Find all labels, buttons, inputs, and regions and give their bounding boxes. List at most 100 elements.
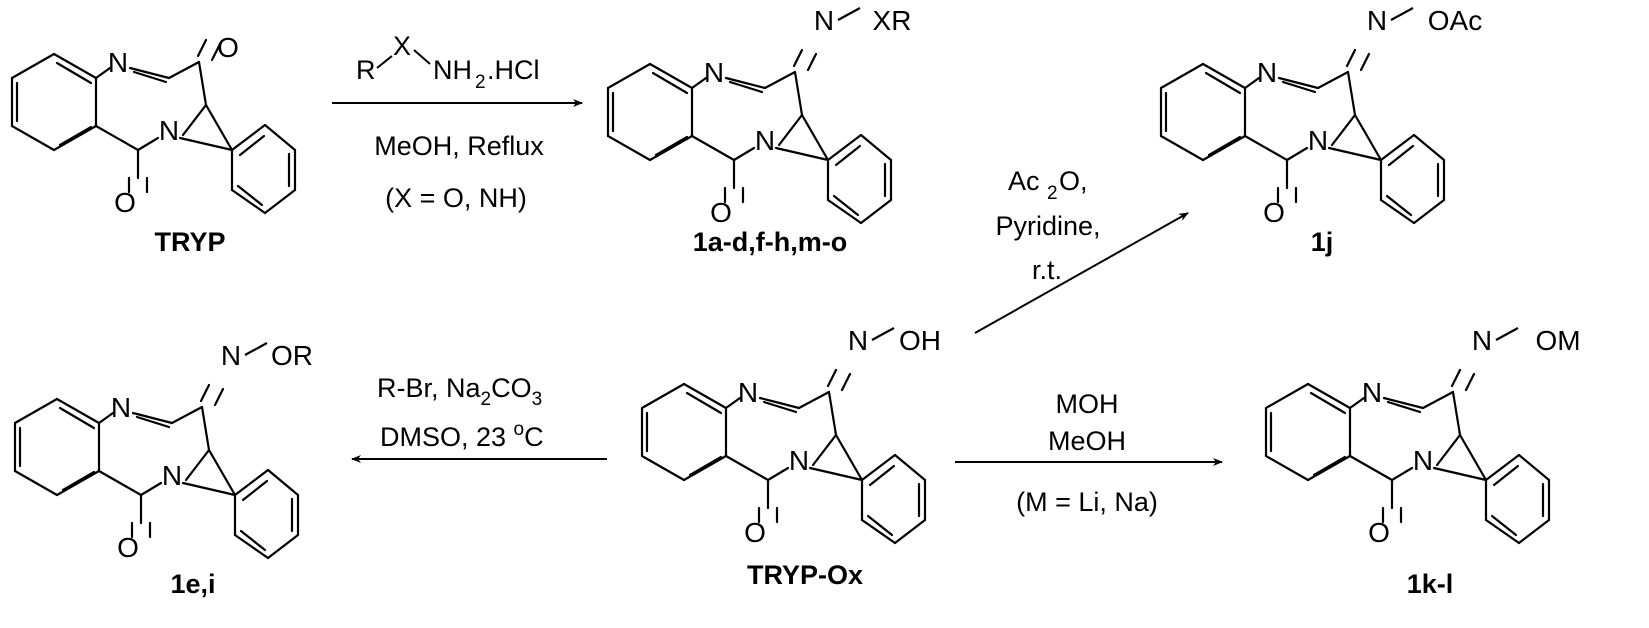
bond-single bbox=[1285, 146, 1309, 162]
bond-single bbox=[682, 382, 728, 410]
bond-single bbox=[774, 146, 830, 162]
bond-single bbox=[170, 405, 204, 425]
bond-single bbox=[1243, 134, 1289, 162]
bond-single bbox=[724, 454, 770, 482]
bond-double-inner bbox=[241, 479, 269, 502]
atom-n-bridge: N bbox=[162, 460, 182, 491]
bond-single bbox=[606, 134, 652, 162]
bond-single bbox=[13, 397, 59, 425]
conditions-r1-line3: (X = O, NH) bbox=[385, 183, 527, 213]
bond-single bbox=[207, 448, 237, 497]
bond-double-inner bbox=[1359, 52, 1371, 72]
bond-double-inner bbox=[239, 529, 267, 552]
n-x-bond bbox=[837, 7, 861, 21]
conditions-r4-line1: MOH bbox=[1056, 389, 1119, 419]
bond-single bbox=[1517, 518, 1551, 545]
arrow-r2 bbox=[974, 212, 1189, 334]
bond-single bbox=[55, 469, 101, 497]
atom-o-carbonyl: O bbox=[710, 197, 732, 228]
conditions-r3: R-Br, Na2CO3 DMSO, 23 oC bbox=[377, 373, 544, 452]
bond-single bbox=[1327, 146, 1383, 162]
bond-single bbox=[1159, 62, 1205, 90]
bond-double-inner bbox=[1309, 391, 1347, 415]
conditions-r4-line2: MeOH bbox=[1048, 426, 1126, 456]
atom-n-bridge: N bbox=[1308, 125, 1328, 156]
reagent-ac: Ac bbox=[1008, 166, 1040, 196]
bond-single bbox=[777, 113, 804, 147]
bond-single bbox=[648, 134, 694, 162]
1e-skeleton bbox=[13, 383, 300, 560]
bond-double-inner bbox=[1207, 135, 1242, 157]
compound-1j: N N O N OAc 1j bbox=[1159, 5, 1482, 257]
bond-single bbox=[732, 146, 756, 162]
bond-double-inner bbox=[1385, 194, 1413, 217]
bond-double-inner bbox=[840, 372, 852, 392]
bond-single bbox=[690, 134, 736, 162]
bond-double-inner bbox=[688, 455, 723, 477]
reagent-hcl: .HCl bbox=[487, 55, 540, 85]
atom-n-ring: N bbox=[738, 377, 758, 408]
bond-single bbox=[266, 533, 300, 560]
bond-single bbox=[233, 533, 270, 560]
bond-single bbox=[1306, 382, 1352, 410]
bond-single bbox=[859, 198, 893, 225]
bond-double-inner bbox=[806, 52, 818, 72]
n-o-bond bbox=[1390, 7, 1414, 21]
substituent-oh: OH bbox=[899, 325, 941, 356]
n-o-bond bbox=[1495, 327, 1519, 341]
bond-double-inner bbox=[1490, 514, 1518, 537]
bond-double-inner bbox=[826, 368, 838, 388]
tryp-skeleton bbox=[10, 38, 297, 215]
bond-single bbox=[204, 103, 234, 152]
atom-o-carbonyl: O bbox=[114, 187, 136, 218]
bond-single bbox=[640, 454, 686, 482]
bond-single bbox=[230, 123, 267, 152]
bond-single bbox=[860, 518, 897, 545]
bond-single bbox=[13, 469, 59, 497]
conditions-r2-line2: Pyridine, bbox=[995, 211, 1100, 241]
bond-single bbox=[606, 62, 652, 90]
bond-single bbox=[1412, 198, 1446, 225]
compound-label-1j: 1j bbox=[1311, 227, 1334, 257]
bond-single bbox=[1353, 113, 1383, 162]
atom-n-ring: N bbox=[1362, 377, 1382, 408]
bond-double-inner bbox=[832, 194, 860, 217]
bond-double-inner bbox=[1345, 48, 1357, 68]
reagent-r: R bbox=[356, 55, 376, 85]
reagent-nh: NH bbox=[433, 55, 472, 85]
bond-single bbox=[1264, 454, 1310, 482]
bond-single bbox=[10, 124, 56, 152]
bond-double-inner bbox=[1450, 368, 1462, 388]
bond-single bbox=[808, 466, 864, 482]
bond-single bbox=[1451, 390, 1462, 437]
atom-n-imine: N bbox=[1367, 5, 1387, 36]
bond-single bbox=[263, 123, 297, 152]
bond-single bbox=[763, 70, 797, 90]
bond-double-inner bbox=[58, 125, 93, 147]
bond-single bbox=[128, 66, 171, 80]
bond-single bbox=[811, 433, 838, 467]
atom-n-bridge: N bbox=[755, 125, 775, 156]
compound-tryp-ox: N N O N OH TRYP-Ox bbox=[640, 325, 941, 590]
atom-n-ring: N bbox=[704, 57, 724, 88]
atom-n-bridge: N bbox=[1413, 445, 1433, 476]
bond-double-inner bbox=[1464, 372, 1476, 392]
1k-skeleton bbox=[1264, 368, 1551, 545]
bond-single bbox=[55, 397, 101, 425]
bond-single bbox=[1316, 70, 1350, 90]
ox-skeleton bbox=[640, 368, 927, 545]
bond-double-inner bbox=[1386, 400, 1422, 414]
conditions-r2: Ac 2 O, Pyridine, r.t. bbox=[995, 166, 1100, 285]
bond-single bbox=[682, 454, 728, 482]
bond-single bbox=[893, 518, 927, 545]
conditions-r1: R X NH 2 .HCl MeOH, Reflux (X = O, NH) bbox=[356, 31, 544, 213]
bond-single bbox=[724, 76, 767, 90]
bond-single bbox=[184, 448, 211, 482]
bond-single bbox=[10, 52, 56, 80]
bond-single bbox=[1379, 198, 1416, 225]
conditions-r3-line2: DMSO, 23 oC bbox=[380, 419, 544, 452]
conditions-r2-line3: r.t. bbox=[1032, 255, 1062, 285]
bond-single bbox=[1277, 76, 1320, 90]
bond-double-inner bbox=[834, 144, 862, 167]
bond-single bbox=[97, 411, 115, 425]
